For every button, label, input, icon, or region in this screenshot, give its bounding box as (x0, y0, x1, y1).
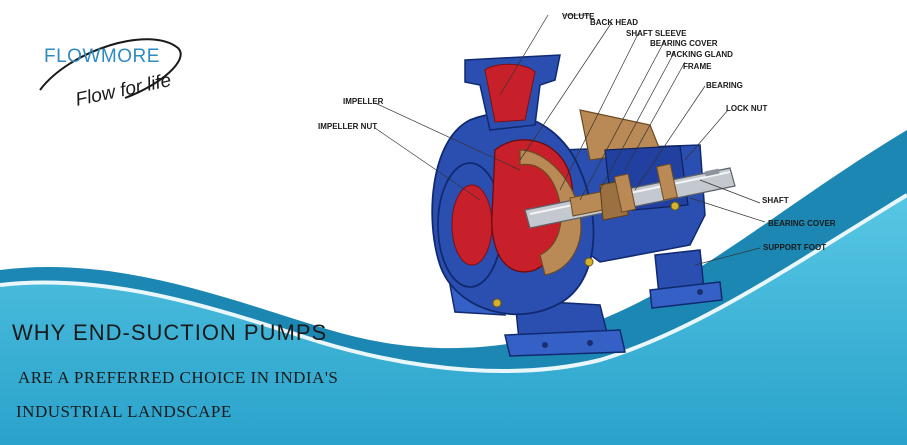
headline-line-3: INDUSTRIAL LANDSCAPE (16, 402, 232, 421)
label-support-foot: SUPPORT FOOT (763, 243, 826, 252)
wave-highlight (0, 193, 907, 373)
rear-foot-base (649, 281, 723, 309)
leader-lines (374, 14, 766, 266)
label-packing-gland: PACKING GLAND (666, 50, 733, 59)
shaft-key (704, 168, 720, 177)
label-shaft-sleeve: SHAFT SLEEVE (626, 29, 687, 38)
bearing-1 (613, 173, 637, 213)
bolt (542, 342, 548, 348)
headline-line-1: WHY END-SUCTION PUMPS (12, 320, 328, 345)
headline-line-2: ARE A PREFERRED CHOICE IN INDIA'S (18, 368, 339, 387)
label-bearing-cover-top: BEARING COVER (650, 39, 718, 48)
label-bearing: BEARING (706, 81, 743, 90)
label-volute: VOLUTE (562, 12, 595, 21)
bolt (697, 289, 703, 295)
wave-front (0, 195, 907, 445)
back-head (519, 149, 582, 276)
bolt (587, 340, 593, 346)
bolt (492, 298, 502, 308)
brand-name: FLOWMORE (44, 46, 160, 67)
discharge-bore (484, 63, 536, 123)
bolt (670, 201, 680, 211)
label-frame: FRAME (683, 62, 712, 71)
front-foot-base (504, 329, 626, 357)
bolt (584, 257, 594, 267)
label-shaft: SHAFT (762, 196, 789, 205)
suction-bore (451, 184, 493, 266)
bearing-2 (656, 163, 678, 201)
label-lock-nut: LOCK NUT (726, 104, 767, 113)
label-impeller-nut: IMPELLER NUT (318, 122, 377, 131)
label-bearing-cover-bottom: BEARING COVER (768, 219, 836, 228)
label-back-head: BACK HEAD (590, 18, 638, 27)
label-impeller: IMPELLER (343, 97, 384, 106)
logo-swoosh (39, 38, 182, 99)
